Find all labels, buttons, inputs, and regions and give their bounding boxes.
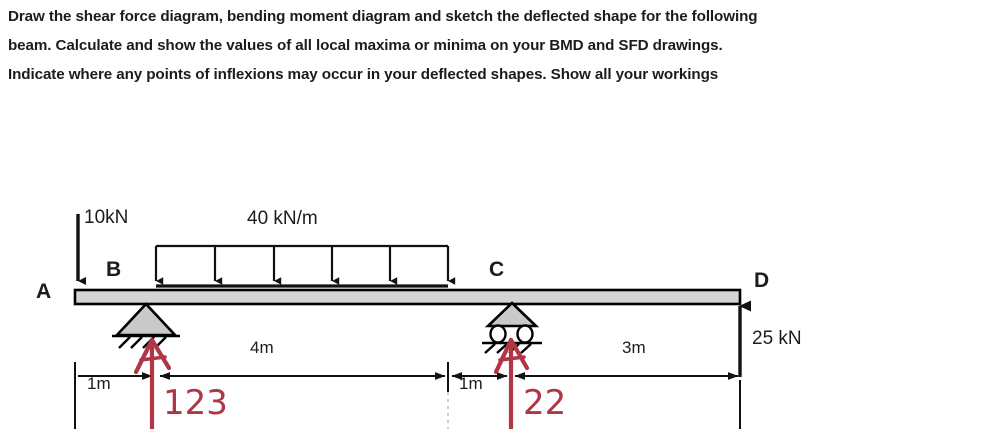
label-point-b: B: [106, 258, 122, 281]
label-point-load-10kn: 10kN: [84, 207, 129, 228]
label-point-d: D: [754, 269, 770, 292]
dimension-label-udl-to-c: 1m: [459, 374, 483, 393]
label-point-a: A: [36, 280, 52, 303]
dimension-label-cd: 3m: [622, 338, 646, 357]
pin-support-b: [112, 302, 180, 349]
label-udl-40knm: 40 kN/m: [247, 208, 318, 229]
udl-load-group: [154, 244, 456, 288]
question-line-3: Indicate where any points of inflexions …: [8, 66, 719, 83]
dimension-label-udl-span: 4m: [250, 338, 274, 357]
roller-support-c: [482, 301, 542, 354]
annotation-reaction-c: 22: [523, 383, 567, 423]
handwritten-reaction-arrow-c: [493, 337, 530, 429]
question-prompt: Draw the shear force diagram, bending mo…: [8, 2, 983, 89]
question-line-1: Draw the shear force diagram, bending mo…: [8, 8, 758, 25]
dimension-label-ab: 1m: [87, 374, 111, 393]
question-line-2: beam. Calculate and show the values of a…: [8, 37, 723, 54]
beam-member: [73, 288, 742, 306]
label-point-load-25kn: 25 kN: [752, 328, 802, 349]
label-point-c: C: [489, 258, 505, 281]
handwritten-reaction-arrow-b: [133, 337, 172, 429]
annotation-reaction-b: 123: [163, 383, 228, 423]
